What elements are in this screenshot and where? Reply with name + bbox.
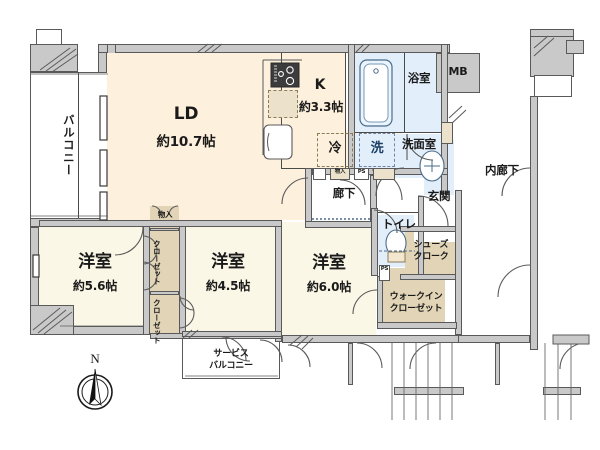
neighbor-fin-2: [495, 343, 500, 385]
walk-in-closet-fill: [383, 280, 445, 326]
wall-bath-right: [441, 44, 448, 194]
label-toilet: トイレ: [382, 217, 416, 231]
neighbor-fin-1: [348, 343, 353, 385]
niche-chip: [441, 122, 453, 144]
wall-closet-right: [179, 222, 186, 335]
label-kitchen: K: [314, 77, 326, 93]
wall-corner-diagonal-sw: [30, 305, 74, 335]
wall-kitchen-right: [345, 53, 346, 168]
wall-bedroom2-right: [275, 222, 282, 342]
ps-chip-wic: [379, 265, 390, 281]
wall-toilet-left: [371, 208, 378, 276]
label-pipe-shaft-hall: PS: [357, 169, 366, 175]
label-storage-closet: 物入: [157, 210, 173, 219]
wall-bedrooms-top: [39, 220, 282, 227]
wall-corridor-top-edge: [530, 29, 574, 37]
wall-wic-left: [377, 276, 383, 328]
label-closet-upper: クローゼット: [152, 240, 162, 285]
label-bedroom-center-area: 約4.5帖: [205, 279, 251, 293]
label-living-dining: LD: [173, 104, 199, 124]
label-meter-box: MB: [448, 65, 468, 78]
wall-notch-top-left: [36, 29, 62, 45]
label-kitchen-area: 約3.3帖: [298, 100, 344, 114]
label-washroom: 洗面室: [402, 137, 436, 151]
label-balcony: バルコニー: [61, 113, 76, 177]
label-bedroom-east: 洋室: [312, 253, 346, 273]
label-service-balcony: サービス バルコニー: [209, 349, 253, 372]
bathroom-fill: [355, 53, 441, 132]
washer-dashed-box: [359, 133, 395, 167]
corridor-niche: [534, 75, 572, 97]
bedroom-center-fill: [180, 227, 275, 335]
label-bathroom: 浴室: [407, 71, 431, 85]
wall-toilet-top: [378, 212, 418, 213]
label-living-dining-area: 約10.7帖: [156, 134, 216, 150]
wall-shoes-bottom: [400, 274, 460, 280]
ps-chip: [354, 168, 369, 180]
wall-balcony-partition-top: [30, 44, 78, 72]
balcony-rail-line: [78, 72, 79, 220]
closet-lower-fill: [150, 295, 179, 335]
label-refrigerator: 冷: [328, 141, 342, 156]
label-bedroom-west-area: 約5.6帖: [72, 279, 118, 293]
wall-corridor-bump: [566, 40, 584, 54]
wall-toilet-right: [418, 196, 424, 276]
label-walk-in-closet: ウォークイン クローゼット: [389, 292, 443, 315]
label-bedroom-center: 洋室: [211, 252, 245, 272]
storage-chip: [330, 168, 350, 180]
chip-right: [373, 168, 395, 180]
wall-storage-bottom: [150, 228, 179, 231]
wall-hallway-bottom: [305, 221, 377, 228]
kitchen-appliance-dashed: [268, 90, 298, 118]
neighbor-rail-2: [543, 387, 581, 395]
wall-tub-divider: [404, 53, 405, 132]
wall-bath-washroom-divider: [355, 132, 441, 133]
label-hallway: 廊下: [332, 186, 356, 200]
label-bedroom-west: 洋室: [78, 252, 112, 272]
exterior-wall-top: [98, 44, 450, 53]
label-bedroom-east-area: 約6.0帖: [306, 280, 352, 294]
bedroom-east-fill: [281, 222, 376, 342]
wall-closet-divider: [150, 291, 179, 295]
label-inner-corridor: 内廊下: [485, 163, 519, 177]
label-washer: 洗: [370, 141, 384, 156]
wall-unit-east: [455, 190, 462, 335]
balcony-slab: [30, 72, 108, 220]
chip-left: [313, 168, 326, 180]
wall-hallway-left: [305, 168, 312, 228]
label-shoes-closet: シューズ クローク: [413, 240, 449, 263]
compass-label-north: N: [90, 351, 100, 366]
label-entrance: 玄関: [427, 189, 451, 203]
compass-graphic: [77, 368, 113, 410]
wall-wic-bottom: [377, 322, 457, 329]
label-storage-small: 物入: [334, 169, 346, 175]
wall-neighbor-band: [458, 335, 530, 343]
wall-svcbalcony-top: [182, 331, 282, 337]
neighbor-rail-1: [394, 387, 464, 395]
label-closet-lower: クローゼット: [152, 299, 162, 344]
wall-corridor-long: [530, 96, 538, 350]
refrigerator-dashed-box: [317, 133, 353, 167]
label-pipe-shaft-wic: PS: [380, 266, 389, 272]
wall-bedroom1-right: [143, 222, 150, 335]
